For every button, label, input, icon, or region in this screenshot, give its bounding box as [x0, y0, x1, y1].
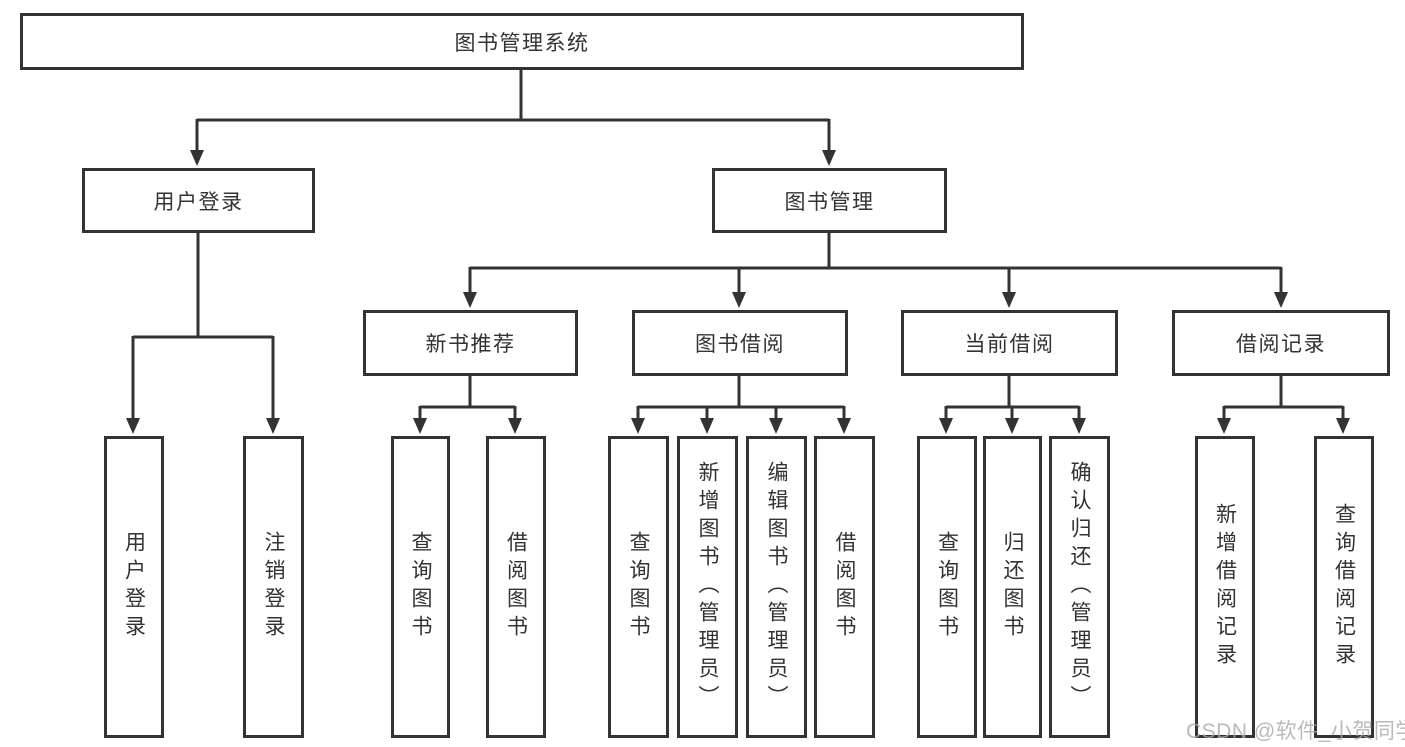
node-leaf-query-books-3: 查询图书 — [917, 436, 977, 738]
node-leaf-user-login: 用户登录 — [104, 436, 164, 738]
node-leaf-edit-book-admin: 编辑图书（管理员） — [746, 436, 807, 738]
node-leaf-add-book-admin: 新增图书（管理员） — [677, 436, 738, 738]
node-new-book-recommend: 新书推荐 — [363, 310, 578, 376]
csdn-watermark: CSDN @软件_小贺同学 — [1186, 720, 1405, 743]
leaf-label: 借阅图书 — [504, 531, 528, 643]
node-leaf-borrow-books-1: 借阅图书 — [486, 436, 546, 738]
node-root-system: 图书管理系统 — [20, 13, 1024, 70]
node-leaf-query-books-1: 查询图书 — [391, 436, 450, 738]
node-user-login: 用户登录 — [82, 168, 315, 233]
node-leaf-borrow-books-2: 借阅图书 — [814, 436, 875, 738]
leaf-label: 用户登录 — [122, 531, 146, 643]
leaf-label: 编辑图书（管理员） — [765, 461, 788, 713]
leaf-label: 查询图书 — [935, 531, 959, 643]
leaf-label: 新增借阅记录 — [1213, 503, 1237, 671]
node-leaf-confirm-return-admin: 确认归还（管理员） — [1049, 436, 1110, 738]
node-leaf-query-borrow-record: 查询借阅记录 — [1314, 436, 1374, 738]
node-borrow-records: 借阅记录 — [1172, 310, 1390, 376]
node-leaf-logout: 注销登录 — [243, 436, 304, 738]
leaf-label: 归还图书 — [1001, 531, 1024, 643]
leaf-label: 查询借阅记录 — [1332, 503, 1356, 671]
node-current-borrow: 当前借阅 — [901, 310, 1118, 376]
leaf-label: 新增图书（管理员） — [696, 461, 719, 713]
node-leaf-return-books: 归还图书 — [983, 436, 1042, 738]
node-leaf-query-books-2: 查询图书 — [608, 436, 669, 738]
leaf-label: 查询图书 — [627, 531, 650, 643]
leaf-label: 确认归还（管理员） — [1068, 461, 1091, 713]
node-book-management: 图书管理 — [712, 168, 947, 233]
node-book-borrow: 图书借阅 — [632, 310, 848, 376]
leaf-label: 查询图书 — [409, 531, 432, 643]
node-leaf-add-borrow-record: 新增借阅记录 — [1195, 436, 1255, 738]
leaf-label: 注销登录 — [262, 531, 285, 643]
leaf-label: 借阅图书 — [833, 531, 856, 643]
